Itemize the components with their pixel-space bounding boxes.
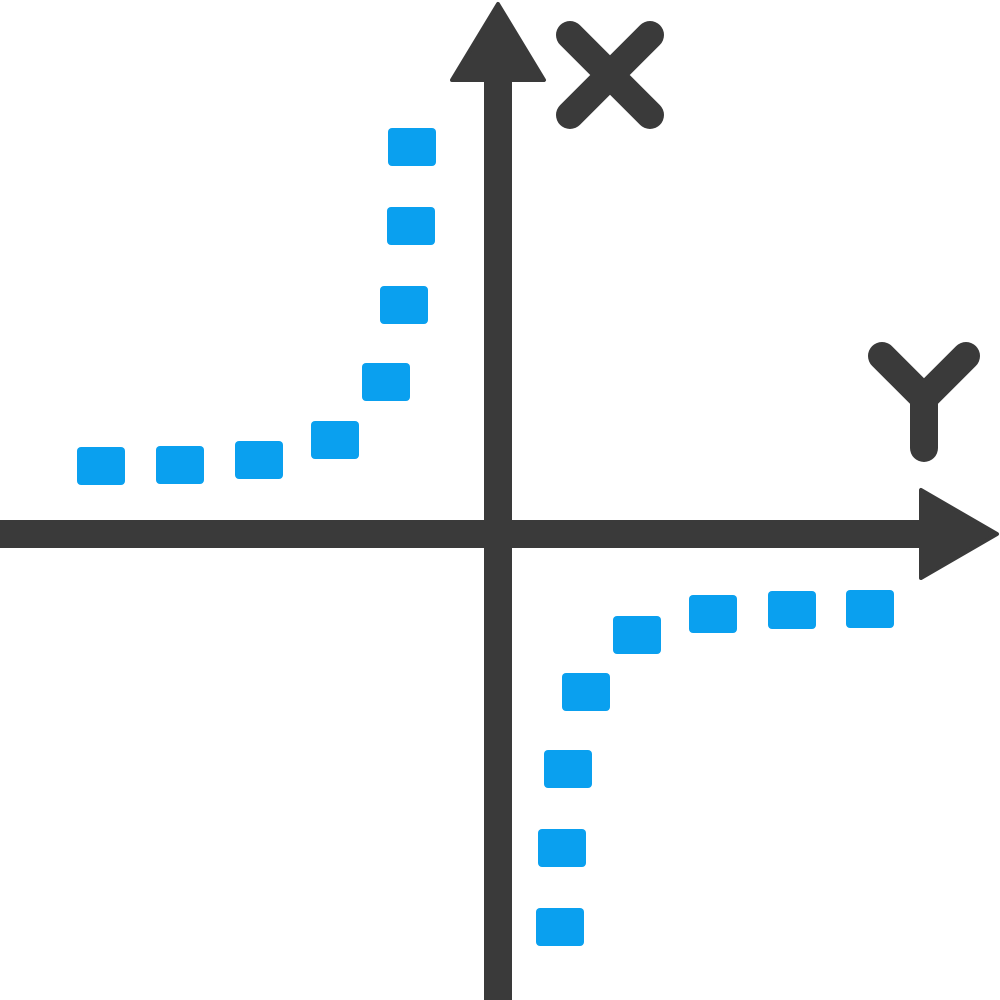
y-letter-icon (868, 342, 980, 462)
x-letter-icon (556, 21, 664, 129)
vertical-axis (450, 2, 546, 1000)
plot-dot (362, 363, 410, 401)
plot-dot (544, 750, 592, 788)
plot-dot (235, 441, 283, 479)
plot-dot (388, 128, 436, 166)
plot-dot (846, 590, 894, 628)
plot-dot (77, 447, 125, 485)
vertical-axis-arrow-icon (450, 2, 546, 82)
plot-dot (689, 595, 737, 633)
horizontal-axis-letter: Y (868, 342, 980, 462)
plot-dot (768, 591, 816, 629)
plot-dot (536, 908, 584, 946)
plot-dot (156, 446, 204, 484)
plot-dot (311, 421, 359, 459)
vertical-axis-letter: X (556, 21, 664, 129)
horizontal-axis (0, 488, 999, 580)
horizontal-axis-line (0, 520, 938, 548)
plot-dot (538, 829, 586, 867)
upper-left-branch (156, 128, 436, 484)
lower-right-branch (536, 590, 894, 946)
plot-dot (562, 673, 610, 711)
plot-dot (613, 616, 661, 654)
plot-dot (380, 286, 428, 324)
plot-dot (387, 207, 435, 245)
horizontal-axis-arrow-icon (919, 488, 999, 580)
